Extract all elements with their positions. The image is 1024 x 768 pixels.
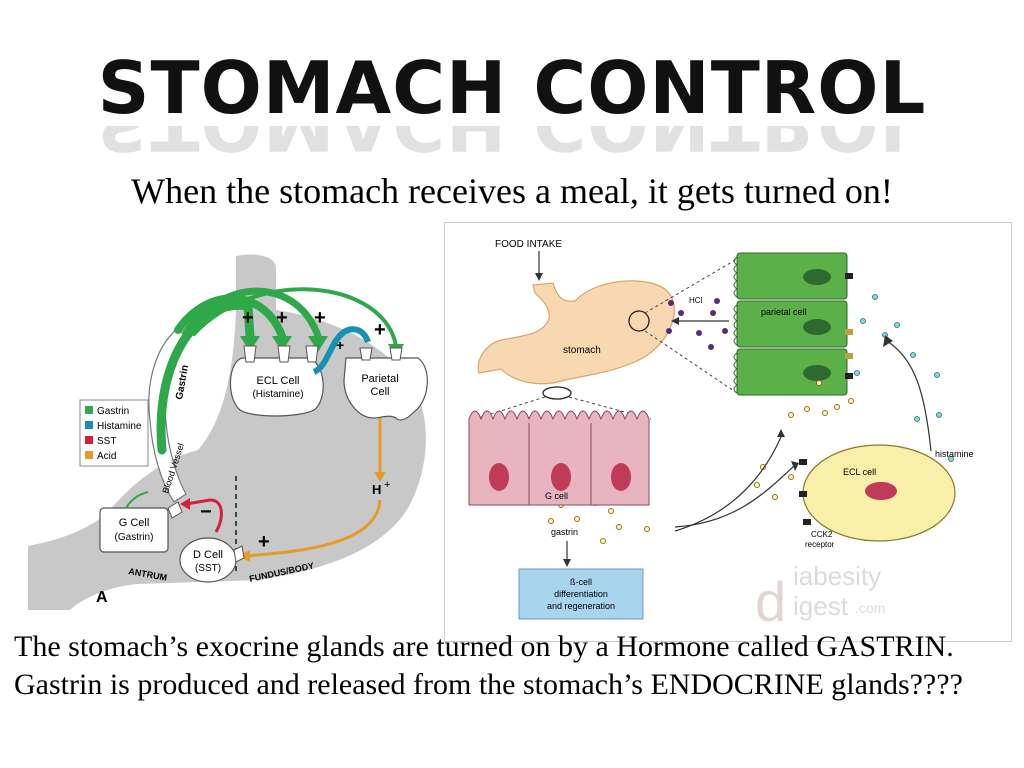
svg-text:igest: igest [793,591,849,621]
minus-sign: − [200,501,212,523]
slide-title-reflection: STOMACH CONTROL [0,126,1024,160]
gastrin-dots [548,380,854,544]
d-cell: D Cell (SST) [179,537,237,583]
g-cells [468,410,650,506]
legend-label-histamine: Histamine [97,421,142,432]
acid-return-arrow [245,499,382,558]
ecl-cell-label: ECL cell [843,467,876,477]
plus-sign: + [336,337,344,353]
gastrin-arrows [156,287,398,455]
legend-swatch-histamine [85,421,93,429]
parietal-cell-label: parietal cell [761,307,807,317]
ecl-cell: ECL cell [799,444,956,542]
svg-text:iabesity: iabesity [793,561,881,591]
hcl-dots [666,298,728,350]
h-plus-superscript: + [384,479,390,491]
gastrin-release-arrow [125,491,149,509]
parietal-cells [733,252,853,396]
blood-vessel [148,327,189,503]
g-cell-label: G Cell [119,517,150,529]
diabesity-digest-watermark: d iabesity igest .com [755,561,885,633]
gastrin-label: Gastrin [174,364,191,400]
gastrin-label: gastrin [551,527,578,537]
panel-label: A [96,589,108,606]
plus-sign: + [258,531,270,553]
d-cell-label: D Cell [193,549,223,561]
gastric-regulation-diagram: Gastrin Histamine SST Acid Blood Vessel … [28,250,440,616]
beta-cell-line1: ß-cell [570,577,592,587]
gastrin-pathway-diagram: FOOD INTAKE stomach HCl parietal cell [444,222,1012,642]
ecl-cell: ECL Cell (Histamine) [229,345,324,417]
beta-cell-box: ß-cell differentiation and regeneration [518,568,644,620]
legend-swatch-gastrin [85,406,93,414]
parietal-cell-sublabel: Cell [371,386,390,398]
legend-swatch-acid [85,451,93,459]
svg-text:d: d [755,570,786,633]
plus-sign: + [314,307,326,329]
cck2-receptor-sublabel: receptor [805,540,835,549]
plus-sign: + [374,319,386,341]
parietal-cell: Parietal Cell [343,347,428,421]
plus-sign: + [242,307,254,329]
ecl-cell-sublabel: (Histamine) [252,389,303,400]
h-plus-label: H [372,482,381,497]
body-paragraph: The stomach’s exocrine glands are turned… [14,630,963,702]
svg-text:.com: .com [855,600,885,616]
legend-label-sst: SST [97,436,116,447]
beta-cell-line2: differentiation [554,589,608,599]
sst-receptor [167,501,183,519]
histamine-arrow [312,326,371,375]
legend-label-gastrin: Gastrin [97,406,129,417]
plus-sign: + [276,307,288,329]
g-cell: G Cell (Gastrin) [99,507,169,553]
parietal-cell-label: Parietal [361,373,398,385]
slide-subtitle: When the stomach receives a meal, it get… [131,171,893,211]
legend: Gastrin Histamine SST Acid [79,399,149,467]
g-cell-sublabel: (Gastrin) [115,532,154,543]
histamine-arrow [886,340,932,452]
cck2-receptor-label: CCK2 [811,530,833,539]
legend-label-acid: Acid [97,451,116,462]
d-cell-sublabel: (SST) [195,563,221,574]
hcl-label: HCl [689,296,703,305]
beta-cell-line3: and regeneration [547,601,615,611]
food-intake-label: FOOD INTAKE [495,239,562,250]
g-cell-label: G cell [545,491,568,501]
slide-title: STOMACH CONTROL [97,46,927,130]
legend-swatch-sst [85,436,93,444]
stomach-organ [477,280,675,385]
histamine-label: histamine [935,449,974,459]
stomach-label: stomach [563,345,601,356]
ecl-cell-label: ECL Cell [257,375,300,387]
sst-arrow [185,498,223,533]
